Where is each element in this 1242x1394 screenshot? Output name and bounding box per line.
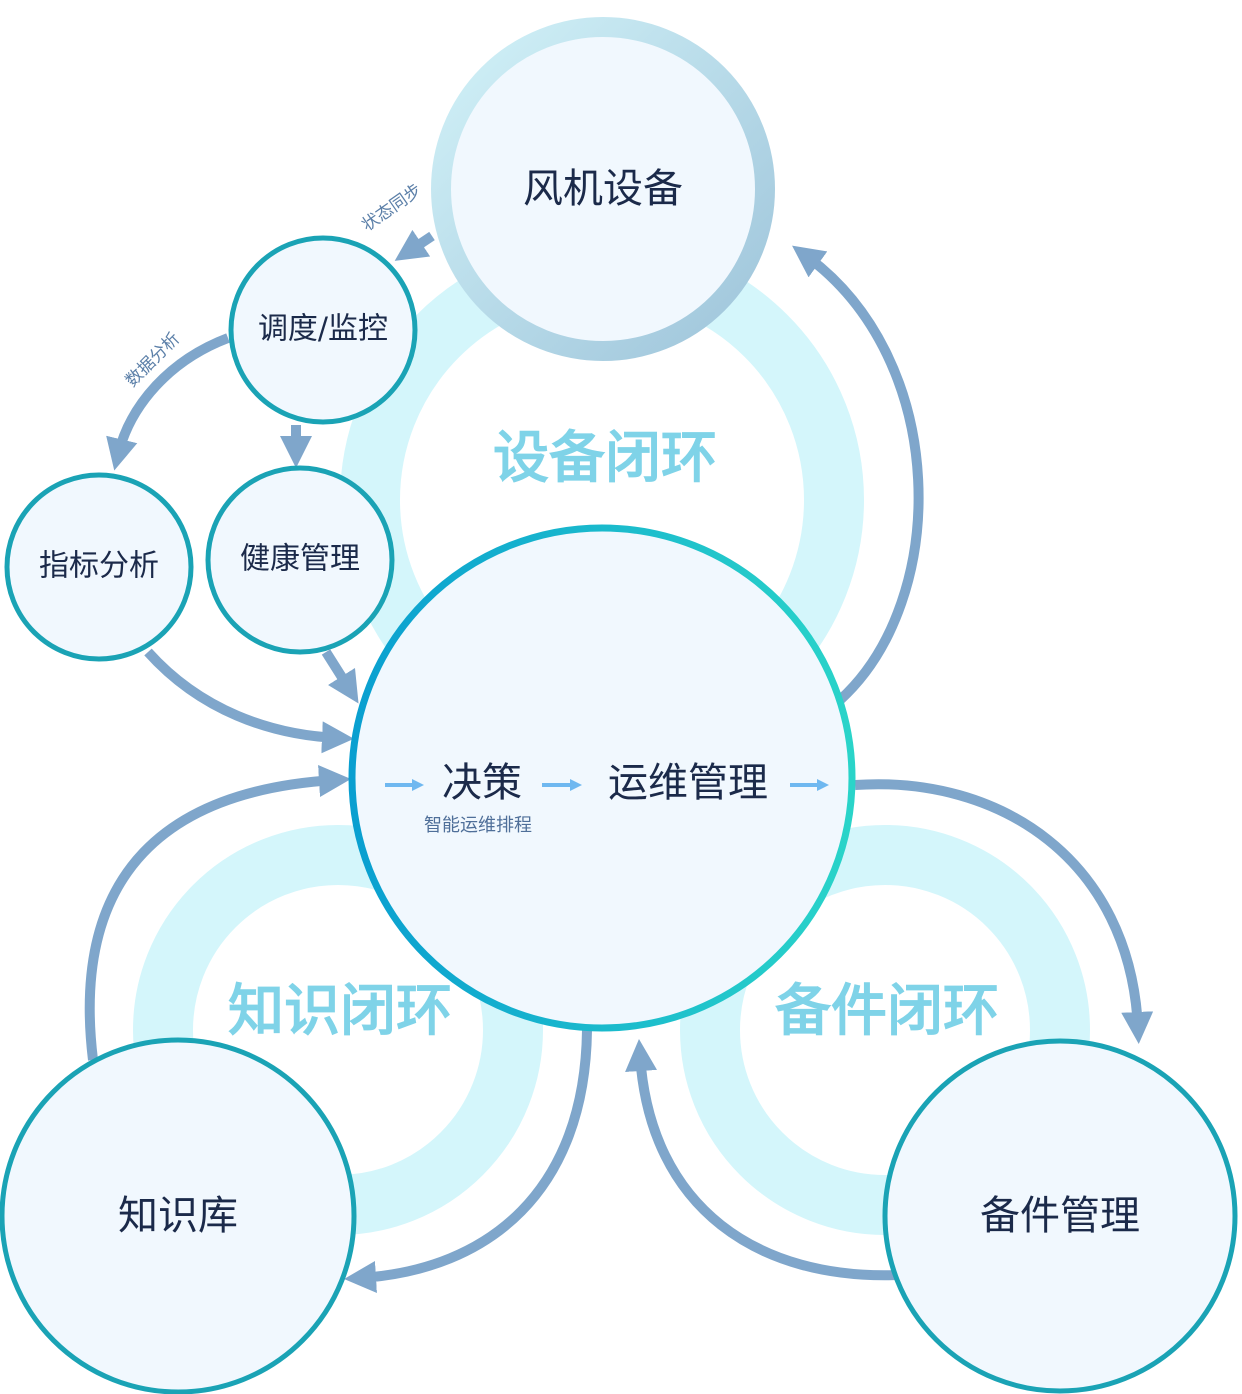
arrow-turbine-to-dispatch <box>394 229 435 261</box>
health-management-node <box>205 465 395 655</box>
wind-turbine-node <box>431 17 775 361</box>
health-management-label: 健康管理 <box>240 542 360 577</box>
indicator-analysis-label: 指标分析 <box>39 549 159 584</box>
dispatch-monitor-label: 调度/监控 <box>258 312 388 347</box>
status-sync-label: 状态同步 <box>358 180 425 235</box>
arrow-indicator-to-center <box>144 648 354 754</box>
indicator-analysis-node <box>4 472 194 662</box>
om-management-label: 运维管理 <box>608 760 768 806</box>
arrow-center-to-spare-parts <box>854 779 1154 1044</box>
spare-parts-loop-label: 备件闭环 <box>775 979 999 1044</box>
knowledge-base-label: 知识库 <box>118 1193 238 1239</box>
wind-turbine-label: 风机设备 <box>523 166 683 212</box>
knowledge-loop-label: 知识闭环 <box>228 979 452 1044</box>
arrow-health-to-center <box>321 649 359 704</box>
spare-parts-node <box>882 1038 1238 1394</box>
arrow-dispatch-to-indicator <box>106 333 230 471</box>
decision-label: 决策 <box>442 760 522 806</box>
equipment-loop-label: 设备闭环 <box>493 426 717 491</box>
arrow-center-to-knowledge <box>344 1029 592 1293</box>
dispatch-monitor-node <box>228 235 418 425</box>
arrow-center-to-turbine <box>792 245 924 704</box>
spare-parts-label: 备件管理 <box>980 1193 1140 1239</box>
decision-sub-label: 智能运维排程 <box>424 815 532 836</box>
arrow-knowledge-to-center <box>84 765 351 1061</box>
arrow-spare-parts-to-center <box>625 1039 899 1281</box>
knowledge-base-node <box>0 1037 357 1394</box>
center-node <box>348 524 856 1032</box>
